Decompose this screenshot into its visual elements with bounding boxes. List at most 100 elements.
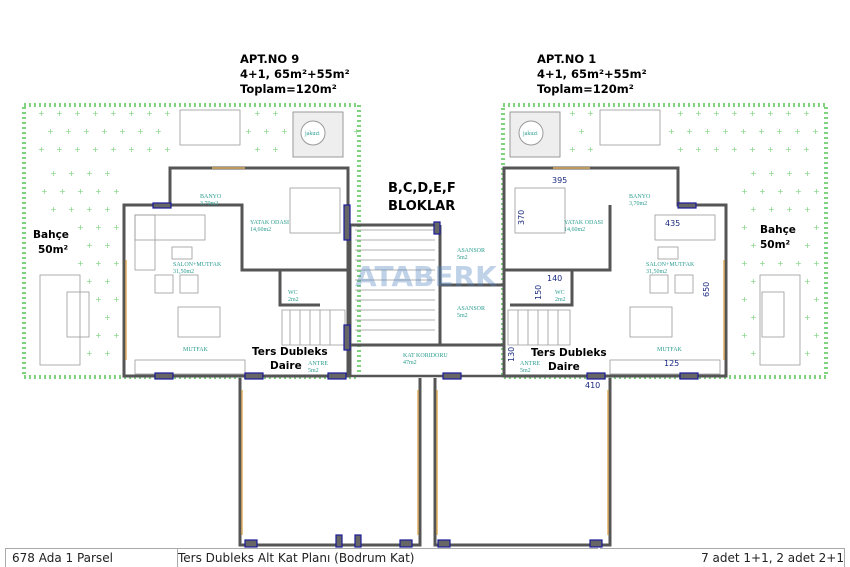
grass-mark: + [113,295,120,304]
grass-mark: + [110,145,117,154]
unit-right-line2: Daire [548,361,580,373]
svg-text:435: 435 [665,219,680,228]
lower-left-section [238,378,422,547]
grass-mark: + [750,169,757,178]
svg-text:3,70m2: 3,70m2 [629,201,647,207]
grass-mark: + [254,145,261,154]
svg-text:410: 410 [585,381,600,390]
grass-mark: + [86,277,93,286]
apt-left-total: Toplam=120m² [240,82,337,96]
grass-mark: + [92,145,99,154]
svg-text:14,60m2: 14,60m2 [250,227,271,233]
grass-mark: + [741,331,748,340]
grass-mark: + [38,145,45,154]
grass-mark: + [750,277,757,286]
garden-left-label: Bahçe [33,229,69,241]
svg-text:31,50m2: 31,50m2 [646,269,667,275]
grass-mark: + [50,205,57,214]
grass-mark: + [146,109,153,118]
grass-mark: + [77,187,84,196]
grass-mark: + [110,109,117,118]
grass-mark: + [95,223,102,232]
grass-pattern: ++++++++++++++++++++++++++++++++++++++++… [38,109,820,358]
svg-text:370: 370 [517,210,526,225]
svg-text:5m2: 5m2 [308,368,319,374]
grass-mark: + [750,349,757,358]
grass-mark: + [38,109,45,118]
grass-mark: + [68,205,75,214]
grass-mark: + [785,145,792,154]
grass-mark: + [750,205,757,214]
grass-mark: + [677,145,684,154]
grass-mark: + [137,127,144,136]
svg-text:WC: WC [555,290,565,296]
grass-mark: + [113,331,120,340]
watermark: ATABERK [355,260,498,293]
grass-mark: + [722,127,729,136]
svg-text:MUTFAK: MUTFAK [183,347,209,353]
grass-mark: + [768,169,775,178]
grass-mark: + [804,277,811,286]
footer-plan-title: Ters Dubleks Alt Kat Planı (Bodrum Kat) [178,548,598,567]
grass-mark: + [113,187,120,196]
svg-text:YATAK ODASI: YATAK ODASI [564,220,603,226]
svg-text:2m2: 2m2 [288,297,299,303]
grass-mark: + [767,145,774,154]
grass-mark: + [164,145,171,154]
grass-mark: + [813,295,820,304]
grass-mark: + [272,109,279,118]
grass-mark: + [795,259,802,268]
svg-text:5m2: 5m2 [520,368,531,374]
jacuzzi-label: jakuzi [522,131,538,137]
grass-mark: + [741,295,748,304]
stair-core [348,223,442,376]
grass-mark: + [767,109,774,118]
grass-mark: + [813,187,820,196]
grass-mark: + [803,145,810,154]
svg-text:47m2: 47m2 [403,360,417,366]
grass-mark: + [804,313,811,322]
blocks-line1: B,C,D,E,F [388,181,456,196]
grass-mark: + [695,145,702,154]
grass-mark: + [104,349,111,358]
grass-mark: + [254,109,261,118]
grass-mark: + [128,109,135,118]
grass-mark: + [146,145,153,154]
grass-mark: + [113,223,120,232]
grass-mark: + [77,259,84,268]
grass-mark: + [713,145,720,154]
apt-right-type: 4+1, 65m²+55m² [537,67,647,81]
grass-mark: + [813,223,820,232]
grass-mark: + [155,127,162,136]
grass-mark: + [750,313,757,322]
grass-mark: + [777,187,784,196]
svg-text:14,60m2: 14,60m2 [564,227,585,233]
grass-mark: + [777,259,784,268]
garden-right-area: 50m² [760,239,791,251]
svg-text:ANTRE: ANTRE [520,361,540,367]
grass-mark: + [578,127,585,136]
apt-right-total: Toplam=120m² [537,82,634,96]
grass-mark: + [77,223,84,232]
grass-mark: + [56,109,63,118]
grass-mark: + [74,109,81,118]
grass-mark: + [83,127,90,136]
grass-mark: + [713,109,720,118]
svg-text:125: 125 [664,359,679,368]
grass-mark: + [353,127,360,136]
grass-mark: + [587,109,594,118]
svg-text:KAT KORIDORU: KAT KORIDORU [403,353,448,359]
svg-text:140: 140 [547,274,562,283]
grass-mark: + [104,205,111,214]
grass-mark: + [668,127,675,136]
grass-mark: + [813,259,820,268]
grass-mark: + [759,187,766,196]
svg-text:2m2: 2m2 [555,297,566,303]
svg-text:SALON+MUTFAK: SALON+MUTFAK [173,262,222,268]
grass-mark: + [741,223,748,232]
svg-text:ASANSOR: ASANSOR [457,306,485,312]
unit-left-line1: Ters Dubleks [252,346,328,358]
svg-text:BANYO: BANYO [629,194,651,200]
svg-text:5m2: 5m2 [457,255,468,261]
grass-mark: + [731,145,738,154]
